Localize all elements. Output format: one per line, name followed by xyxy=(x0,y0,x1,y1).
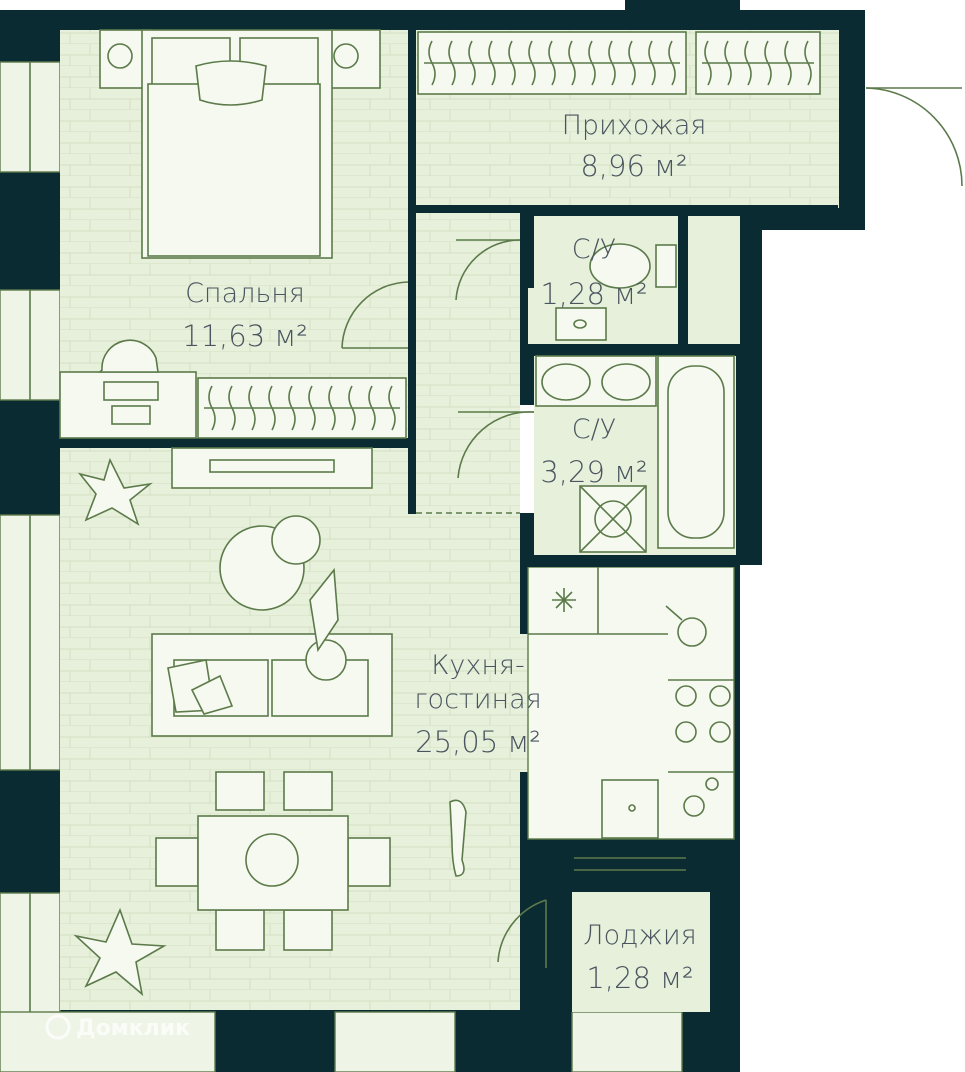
hanger xyxy=(568,40,576,86)
watermark: Домклик xyxy=(45,1014,190,1041)
tv-stand xyxy=(171,447,373,489)
living-name-line2: гостиная xyxy=(414,684,541,715)
hangers xyxy=(208,40,812,431)
hanger xyxy=(328,385,336,431)
bedroom-name: Спальня xyxy=(185,278,305,309)
hanger xyxy=(508,40,516,86)
bath-large-name: С/У xyxy=(572,414,616,445)
bedroom-area: 11,63 м² xyxy=(182,319,308,353)
plants xyxy=(73,457,167,997)
hanger xyxy=(248,385,256,431)
kitchen xyxy=(528,567,734,839)
doors xyxy=(341,87,963,968)
dining-table xyxy=(155,771,391,951)
kitchen-counter-zone xyxy=(527,566,735,840)
hallway-area: 8,96 м² xyxy=(580,149,687,183)
cat xyxy=(449,799,467,877)
hanger xyxy=(468,40,476,86)
desk xyxy=(59,339,197,439)
bath-large-area: 3,29 м² xyxy=(540,455,647,489)
sofa xyxy=(151,567,393,737)
hanger xyxy=(744,40,752,86)
room-labels: Прихожая 8,96 м² Спальня 11,63 м² С/У 1,… xyxy=(182,110,706,995)
hanger xyxy=(348,385,356,431)
hanger xyxy=(548,40,556,86)
bath-small-name: С/У xyxy=(572,234,616,265)
hanger xyxy=(208,385,216,431)
loggia-floor xyxy=(572,892,710,1012)
hanger xyxy=(308,385,316,431)
watermark-text: Домклик xyxy=(76,1016,190,1041)
bath-small-area: 1,28 м² xyxy=(540,277,647,311)
hanger xyxy=(528,40,536,86)
loggia-name: Лоджия xyxy=(583,920,696,951)
hanger xyxy=(804,40,812,86)
hanger xyxy=(388,385,396,431)
hallway-wardrobe xyxy=(417,31,821,95)
bath-fixtures xyxy=(535,243,735,553)
hanger xyxy=(268,385,276,431)
poufs xyxy=(219,515,321,611)
hanger xyxy=(228,385,236,431)
hallway-name: Прихожая xyxy=(562,110,707,141)
hanger xyxy=(668,40,676,86)
living-area: 25,05 м² xyxy=(415,725,541,759)
loggia-area: 1,28 м² xyxy=(586,961,693,995)
hanger xyxy=(764,40,772,86)
bedroom-wardrobe xyxy=(197,377,407,439)
loggia-window xyxy=(574,857,686,871)
hanger xyxy=(448,40,456,86)
hanger xyxy=(608,40,616,86)
hanger xyxy=(628,40,636,86)
hanger xyxy=(488,40,496,86)
hanger xyxy=(368,385,376,431)
hanger xyxy=(588,40,596,86)
hanger xyxy=(784,40,792,86)
bed xyxy=(99,29,381,259)
interior-walls xyxy=(60,30,838,1012)
hanger xyxy=(288,385,296,431)
hanger xyxy=(428,40,436,86)
hanger xyxy=(724,40,732,86)
hanger xyxy=(648,40,656,86)
left-windows xyxy=(0,61,683,1072)
corridor-floor xyxy=(416,208,520,513)
hanger xyxy=(704,40,712,86)
living-name-line1: Кухня- xyxy=(431,650,525,681)
